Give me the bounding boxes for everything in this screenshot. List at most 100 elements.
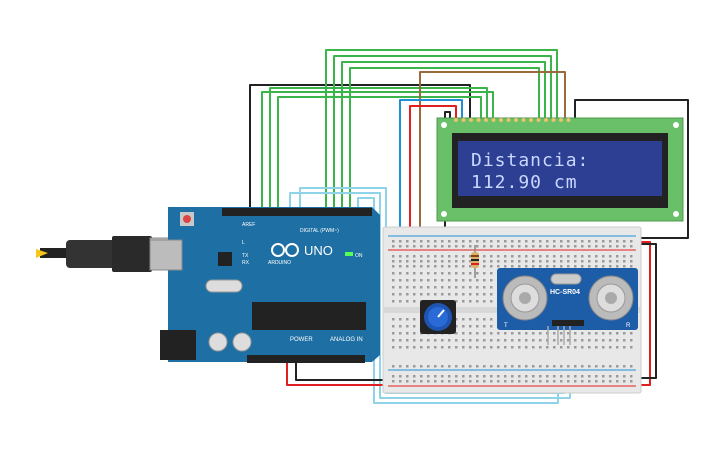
breadboard-hole <box>413 272 416 275</box>
breadboard-hole <box>574 255 577 258</box>
breadboard-hole <box>399 272 402 275</box>
tx-label: TX <box>242 253 249 259</box>
breadboard-hole <box>630 255 633 258</box>
atmega-chip <box>252 302 366 330</box>
breadboard-hole <box>434 279 437 282</box>
breadboard-hole <box>455 272 458 275</box>
breadboard-hole <box>567 245 570 248</box>
breadboard-hole <box>595 380 598 383</box>
breadboard-hole <box>581 245 584 248</box>
breadboard-hole <box>588 346 591 349</box>
breadboard-hole <box>497 346 500 349</box>
breadboard-hole <box>413 245 416 248</box>
lcd-pins <box>454 118 571 122</box>
breadboard-hole <box>406 260 409 263</box>
breadboard-hole <box>490 380 493 383</box>
breadboard-hole <box>616 339 619 342</box>
breadboard-hole <box>399 339 402 342</box>
breadboard-hole <box>581 255 584 258</box>
breadboard-hole <box>427 260 430 263</box>
wire-green-7 <box>349 67 540 213</box>
breadboard-hole <box>581 375 584 378</box>
breadboard-hole <box>406 286 409 289</box>
breadboard-hole <box>476 346 479 349</box>
breadboard-hole <box>483 375 486 378</box>
wire-black-right-rail <box>631 243 657 379</box>
breadboard-hole <box>406 346 409 349</box>
sensor-r-label: R <box>626 323 631 329</box>
breadboard-hole <box>441 339 444 342</box>
breadboard-hole <box>567 375 570 378</box>
breadboard-hole <box>588 265 591 268</box>
breadboard-hole <box>504 255 507 258</box>
breadboard-hole <box>392 260 395 263</box>
breadboard-hole <box>581 265 584 268</box>
breadboard-hole <box>469 365 472 368</box>
breadboard-hole <box>630 245 633 248</box>
breadboard-hole <box>616 365 619 368</box>
breadboard-hole <box>602 255 605 258</box>
breadboard-hole <box>630 265 633 268</box>
lcd-pin <box>499 118 503 122</box>
breadboard-hole <box>539 240 542 243</box>
breadboard-hole <box>630 332 633 335</box>
power-label: POWER <box>290 337 313 343</box>
breadboard-hole <box>560 240 563 243</box>
breadboard-hole <box>399 325 402 328</box>
breadboard-hole <box>434 260 437 263</box>
breadboard-hole <box>525 245 528 248</box>
wire-green-4 <box>325 49 558 213</box>
breadboard-hole <box>427 255 430 258</box>
breadboard-hole <box>504 265 507 268</box>
breadboard-hole <box>434 346 437 349</box>
breadboard-hole <box>462 245 465 248</box>
breadboard-hole <box>420 286 423 289</box>
breadboard-hole <box>427 265 430 268</box>
breadboard-hole <box>469 346 472 349</box>
breadboard-hole <box>462 325 465 328</box>
breadboard-hole <box>392 293 395 296</box>
breadboard-hole <box>553 260 556 263</box>
breadboard-hole <box>595 240 598 243</box>
breadboard-hole <box>595 260 598 263</box>
breadboard-hole <box>448 272 451 275</box>
lcd-pin <box>506 118 511 122</box>
breadboard-hole <box>546 260 549 263</box>
breadboard-hole <box>420 272 423 275</box>
breadboard-hole <box>581 339 584 342</box>
breadboard-hole <box>469 375 472 378</box>
lcd-pin <box>476 118 481 122</box>
breadboard-hole <box>434 272 437 275</box>
breadboard-hole <box>413 265 416 268</box>
breadboard-hole <box>406 265 409 268</box>
breadboard-hole <box>532 240 535 243</box>
breadboard-hole <box>511 346 514 349</box>
breadboard-hole <box>490 346 493 349</box>
breadboard-hole <box>567 346 570 349</box>
breadboard-hole <box>448 375 451 378</box>
rx-label: RX <box>242 260 250 266</box>
breadboard-hole <box>546 245 549 248</box>
breadboard-hole <box>399 265 402 268</box>
breadboard-hole <box>560 365 563 368</box>
potentiometer[interactable] <box>420 300 456 334</box>
lcd-line-2: 112.90 cm <box>471 172 578 193</box>
breadboard-hole <box>574 380 577 383</box>
breadboard-hole <box>525 265 528 268</box>
breadboard-hole <box>469 318 472 321</box>
breadboard-hole <box>497 375 500 378</box>
breadboard-hole <box>630 380 633 383</box>
breadboard-hole <box>476 380 479 383</box>
breadboard-hole <box>518 346 521 349</box>
breadboard-hole <box>511 375 514 378</box>
lcd-pin <box>566 118 571 122</box>
wire-green-2 <box>269 87 488 213</box>
breadboard-hole <box>525 365 528 368</box>
breadboard-hole <box>595 339 598 342</box>
breadboard-hole <box>504 346 507 349</box>
breadboard-hole <box>497 265 500 268</box>
breadboard-hole <box>532 332 535 335</box>
breadboard-hole <box>553 380 556 383</box>
breadboard-hole <box>469 332 472 335</box>
breadboard-hole <box>455 365 458 368</box>
